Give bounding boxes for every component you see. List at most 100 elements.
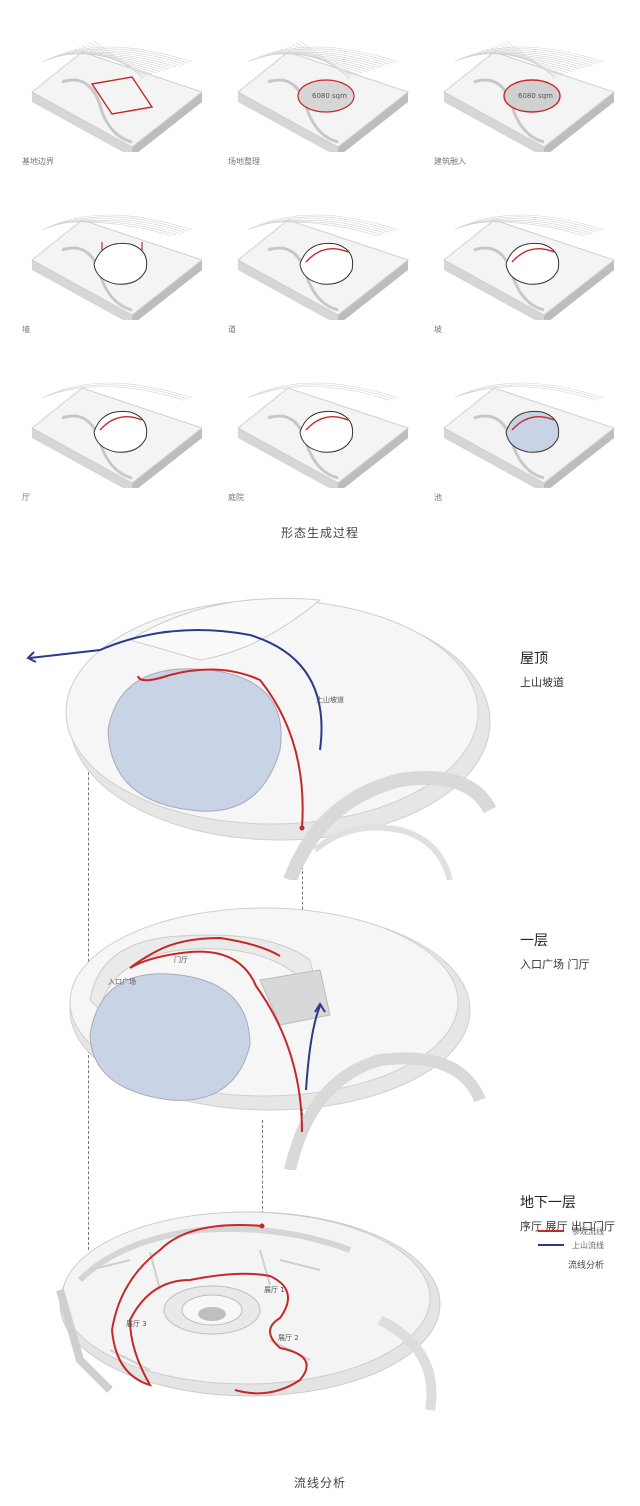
terrain-block-side <box>238 260 338 320</box>
terrain-model <box>237 382 410 488</box>
contour-line <box>41 214 193 231</box>
basement-axonometric: 展厅 1 展厅 2 展厅 3 <box>56 1211 441 1411</box>
building-form <box>505 410 560 453</box>
site-boundary <box>90 76 154 115</box>
building-form <box>299 410 354 453</box>
terrain-block-side <box>338 428 408 488</box>
basement-heading: 地下一层 序厅 展厅 出口门厅 <box>520 1192 615 1234</box>
alignment-line <box>88 1040 89 1250</box>
mountain-flow-path <box>305 1005 321 1091</box>
process-step-tile: 坡 <box>434 190 624 340</box>
step-label: 建筑融入 <box>434 157 466 166</box>
valley <box>267 246 339 312</box>
tag-hall-3: 展厅 3 <box>126 1320 147 1328</box>
process-step-tile: 庭院 <box>228 358 418 508</box>
alignment-line <box>88 742 89 1042</box>
visit-flow-path <box>110 1224 308 1395</box>
valley <box>61 78 133 144</box>
contour-line <box>485 48 573 72</box>
step-label: 墙 <box>22 325 30 334</box>
terrain-block-side <box>32 428 132 488</box>
site-footprint <box>297 79 355 113</box>
terrain-block-side <box>338 92 408 152</box>
roof-level-diagram: 上山坡道 <box>20 580 500 880</box>
contour-line <box>57 221 177 236</box>
contour-line <box>291 44 355 76</box>
step-label: 道 <box>228 325 236 334</box>
contour-line <box>299 40 349 79</box>
process-step-tile: 厅 <box>22 358 212 508</box>
contour-line <box>481 50 577 71</box>
building-form <box>93 242 148 285</box>
mountain-flow-path <box>29 629 323 751</box>
contour-line <box>41 382 193 399</box>
contour-line <box>505 40 555 79</box>
terrain-block-side <box>544 92 614 152</box>
terrain-block-side <box>132 260 202 320</box>
terrain-block-side <box>238 428 338 488</box>
legend-item-visit: 参观流线 <box>538 1224 604 1238</box>
step-label: 坡 <box>434 325 442 334</box>
valley <box>473 414 545 480</box>
contour-line <box>77 47 157 74</box>
contour-line <box>469 221 589 236</box>
contour-line <box>41 46 193 63</box>
basement-level-diagram: 展厅 1 展厅 2 展厅 3 <box>20 1200 500 1450</box>
visit-flow-swatch <box>538 1230 564 1232</box>
tag-mountain-ramp: 上山坡道 <box>316 695 344 704</box>
ramp-form <box>305 416 349 431</box>
legend-label: 上山流线 <box>572 1240 604 1250</box>
valley <box>267 78 339 144</box>
terrain-block-side <box>444 92 544 152</box>
alignment-line <box>262 1120 263 1224</box>
contour-line <box>45 384 189 400</box>
terrain-model <box>31 382 204 488</box>
process-step-tile: 道 <box>228 190 418 340</box>
contour-line <box>493 45 565 75</box>
contour-line <box>267 221 379 237</box>
contour-line <box>453 214 605 231</box>
wall-arrows <box>101 242 143 250</box>
tag-lobby: 门厅 <box>174 955 188 964</box>
terrain-model: 6080 sqm <box>237 40 410 152</box>
contour-line <box>247 382 399 399</box>
visit-flow-path <box>129 936 303 1133</box>
ground-subtitle: 入口广场 门厅 <box>520 958 590 971</box>
terrain-block-side <box>338 260 408 320</box>
contour-line <box>255 386 391 401</box>
area-tag: 6080 sqm <box>312 92 347 100</box>
terrain-block-side <box>132 92 202 152</box>
contour-line <box>279 48 367 72</box>
contour-line <box>453 46 605 63</box>
step-label: 基地边界 <box>22 157 54 166</box>
contour-line <box>263 221 383 236</box>
terrain-model <box>31 214 204 320</box>
process-step-tile: 池 <box>434 358 624 508</box>
roof-heading: 屋顶 上山坡道 <box>520 648 564 690</box>
building-form <box>93 410 148 453</box>
tag-hall-2: 展厅 2 <box>278 1334 299 1342</box>
building-form <box>505 242 560 285</box>
legend-title: 流线分析 <box>568 1261 605 1271</box>
ramp-form <box>305 248 349 263</box>
visit-flow-path <box>137 668 304 829</box>
flow-legend: 参观流线 上山流线 流线分析 <box>538 1224 604 1271</box>
terrain-model <box>237 214 410 320</box>
contour-line <box>49 386 185 401</box>
site-footprint <box>503 79 561 113</box>
valley <box>61 414 133 480</box>
contour-line <box>275 50 371 71</box>
valley <box>473 246 545 312</box>
terrain-top <box>31 51 204 148</box>
process-caption: 形态生成过程 <box>280 526 359 540</box>
contour-line <box>271 52 375 70</box>
contour-line <box>81 45 153 75</box>
terrain-model <box>443 382 616 488</box>
terrain-model: 6080 sqm <box>443 40 616 152</box>
contour-line <box>489 47 569 74</box>
terrain-block-side <box>544 260 614 320</box>
tag-hall-1: 展厅 1 <box>264 1286 285 1294</box>
contour-line <box>61 221 173 237</box>
building-form <box>299 242 354 285</box>
